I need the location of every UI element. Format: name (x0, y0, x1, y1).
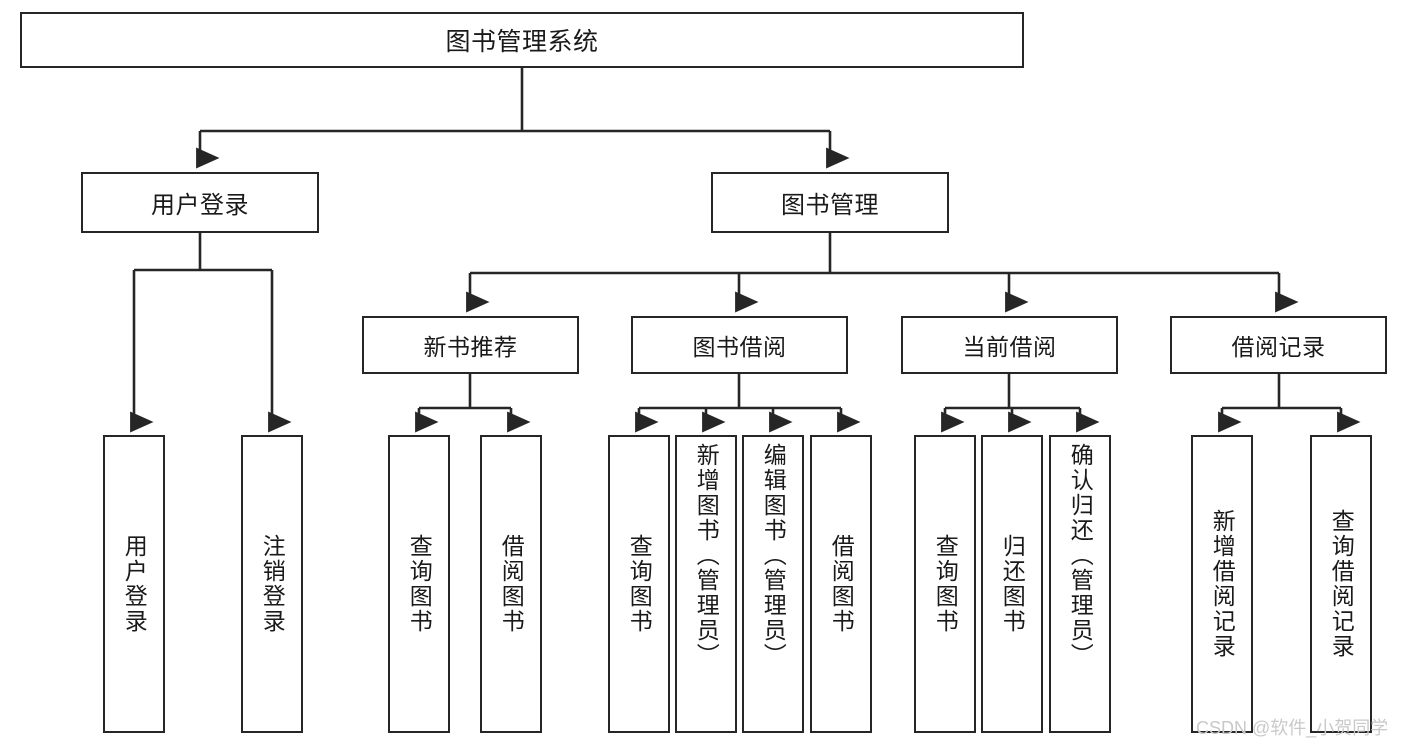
node-root-label: 图书管理系统 (445, 28, 599, 56)
node-book-manage[interactable]: 图书管理 (711, 172, 949, 233)
node-leaf-user-login[interactable]: 用户登录 (103, 435, 165, 733)
node-leaf-query-book-3[interactable]: 查询图书 (914, 435, 976, 733)
node-leaf-add-book-label: 新增图书（管理员） (693, 443, 720, 668)
node-leaf-query-book-2[interactable]: 查询图书 (608, 435, 670, 733)
node-leaf-return-book[interactable]: 归还图书 (981, 435, 1043, 733)
node-leaf-borrow-book-1-label: 借阅图书 (498, 534, 525, 634)
node-book-manage-label: 图书管理 (781, 192, 879, 219)
node-user-login-label: 用户登录 (151, 192, 249, 219)
csdn-watermark: CSDN @软件_小贺同学 (1196, 718, 1389, 738)
node-leaf-confirm-return[interactable]: 确认归还（管理员） (1049, 435, 1111, 733)
node-borrow-record[interactable]: 借阅记录 (1170, 316, 1387, 374)
node-leaf-add-book[interactable]: 新增图书（管理员） (675, 435, 737, 733)
node-leaf-query-book-3-label: 查询图书 (932, 534, 959, 634)
node-leaf-logout-label: 注销登录 (259, 534, 286, 634)
node-leaf-confirm-return-label: 确认归还（管理员） (1067, 443, 1094, 668)
node-leaf-user-login-label: 用户登录 (121, 534, 148, 634)
node-book-borrow[interactable]: 图书借阅 (631, 316, 848, 374)
node-leaf-edit-book[interactable]: 编辑图书（管理员） (742, 435, 804, 733)
node-leaf-query-record[interactable]: 查询借阅记录 (1310, 435, 1372, 733)
node-leaf-query-book-1[interactable]: 查询图书 (388, 435, 450, 733)
node-leaf-return-book-label: 归还图书 (999, 534, 1026, 634)
node-leaf-query-book-1-label: 查询图书 (406, 534, 433, 634)
node-user-login[interactable]: 用户登录 (81, 172, 319, 233)
node-borrow-record-label: 借阅记录 (1231, 334, 1326, 360)
node-leaf-borrow-book-2-label: 借阅图书 (828, 534, 855, 634)
node-leaf-query-record-label: 查询借阅记录 (1328, 509, 1355, 659)
node-leaf-edit-book-label: 编辑图书（管理员） (760, 443, 787, 668)
node-leaf-borrow-book-2[interactable]: 借阅图书 (810, 435, 872, 733)
node-leaf-logout[interactable]: 注销登录 (241, 435, 303, 733)
node-root[interactable]: 图书管理系统 (20, 12, 1024, 68)
node-leaf-add-record-label: 新增借阅记录 (1209, 509, 1236, 659)
node-current-borrow[interactable]: 当前借阅 (901, 316, 1118, 374)
node-leaf-add-record[interactable]: 新增借阅记录 (1191, 435, 1253, 733)
node-new-book-recommend[interactable]: 新书推荐 (362, 316, 579, 374)
node-leaf-borrow-book-1[interactable]: 借阅图书 (480, 435, 542, 733)
node-book-borrow-label: 图书借阅 (692, 334, 787, 360)
node-new-book-recommend-label: 新书推荐 (423, 334, 518, 360)
node-current-borrow-label: 当前借阅 (962, 334, 1057, 360)
node-leaf-query-book-2-label: 查询图书 (626, 534, 653, 634)
